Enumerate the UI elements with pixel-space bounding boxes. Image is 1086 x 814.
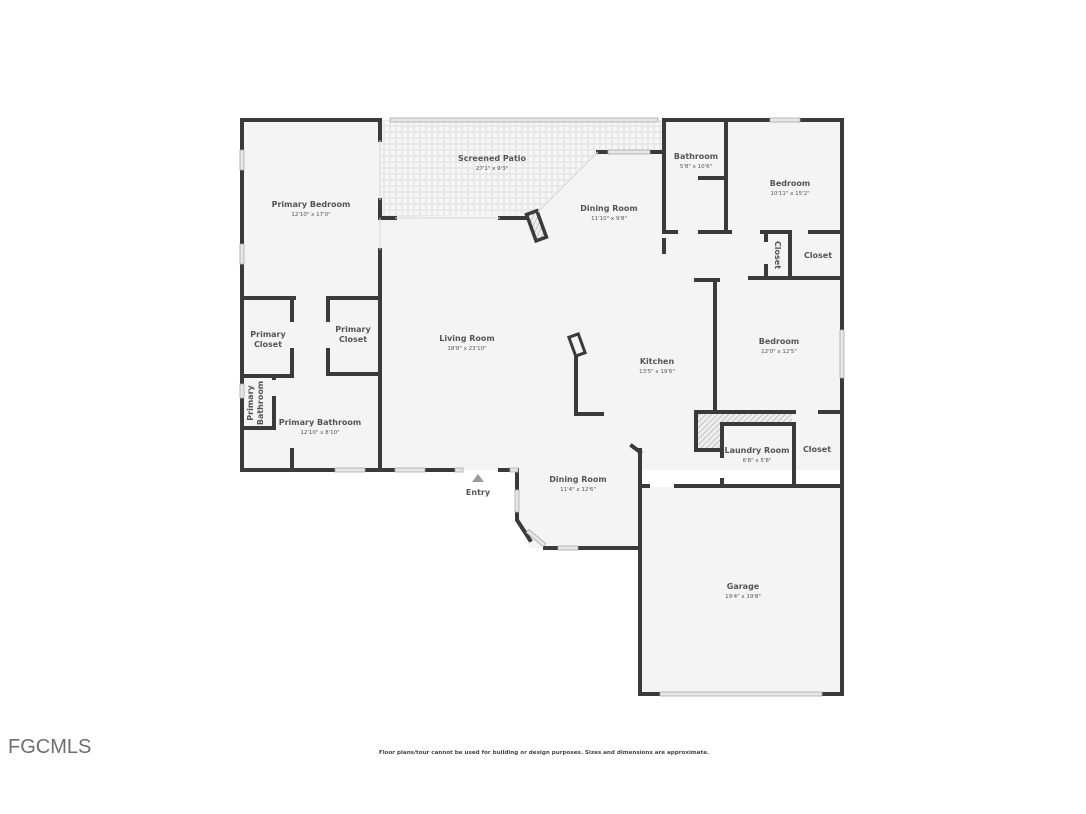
bathroom-name: Bathroom — [674, 152, 718, 161]
laundry-hatch — [698, 414, 792, 448]
kitchen-counter-block — [566, 331, 588, 359]
primary-bathroom-small-line2: Bathroom — [256, 381, 265, 425]
screened-patio-name: Screened Patio — [458, 154, 527, 163]
disclaimer-text: Floor plans/tour cannot be used for buil… — [378, 750, 710, 756]
primary-bathroom-dim: 12'10" x 8'10" — [300, 430, 339, 436]
kitchen-dim: 13'5" x 19'6" — [639, 369, 675, 375]
closet-vertical-name: Closet — [773, 241, 782, 269]
living-room-name: Living Room — [439, 334, 495, 343]
thin-lines — [379, 140, 599, 250]
fireplace-block — [524, 208, 549, 244]
bedroom-mid-name: Bedroom — [759, 337, 800, 346]
screened-patio-dim: 27'1" x 9'3" — [476, 166, 508, 172]
primary-bathroom-name: Primary Bathroom — [279, 418, 362, 427]
fgcmls-logo: FGCMLS — [8, 736, 92, 758]
floor-fills — [242, 120, 842, 694]
bedroom-top-dim: 10'11" x 15'2" — [770, 191, 809, 197]
garage-dim: 19'4" x 19'8" — [725, 594, 761, 600]
primary-closet-right-line2: Closet — [339, 335, 367, 344]
room-labels: Primary Bedroom 12'10" x 17'0" Screened … — [246, 152, 832, 600]
bedroom-mid-dim: 12'0" x 12'5" — [761, 349, 797, 355]
bathroom-dim: 5'8" x 10'6" — [680, 164, 712, 170]
entry-label: Entry — [466, 488, 491, 497]
closet-right-bottom-name: Closet — [803, 445, 831, 454]
primary-closet-left-line1: Primary — [250, 330, 286, 339]
dining-room-bottom-name: Dining Room — [549, 475, 607, 484]
primary-bathroom-small-line1: Primary — [246, 384, 255, 420]
garage-name: Garage — [727, 582, 760, 591]
walls — [240, 118, 844, 696]
entry-arrow-icon — [472, 474, 484, 482]
windows — [239, 117, 845, 697]
dining-room-top-dim: 11'10" x 9'8" — [591, 216, 627, 222]
dining-room-bottom-dim: 11'4" x 12'6" — [560, 487, 596, 493]
primary-bedroom-name: Primary Bedroom — [272, 200, 351, 209]
living-room-dim: 18'8" x 23'10" — [447, 346, 486, 352]
closet-right-top-name: Closet — [804, 251, 832, 260]
primary-closet-left-line2: Closet — [254, 340, 282, 349]
laundry-room-name: Laundry Room — [724, 446, 789, 455]
dining-room-top-name: Dining Room — [580, 204, 638, 213]
bedroom-top-name: Bedroom — [770, 179, 811, 188]
laundry-room-dim: 6'8" x 5'8" — [743, 458, 772, 464]
primary-bedroom-dim: 12'10" x 17'0" — [291, 212, 330, 218]
screened-patio-floor — [380, 120, 662, 218]
primary-closet-right-line1: Primary — [335, 325, 371, 334]
kitchen-name: Kitchen — [640, 357, 675, 366]
